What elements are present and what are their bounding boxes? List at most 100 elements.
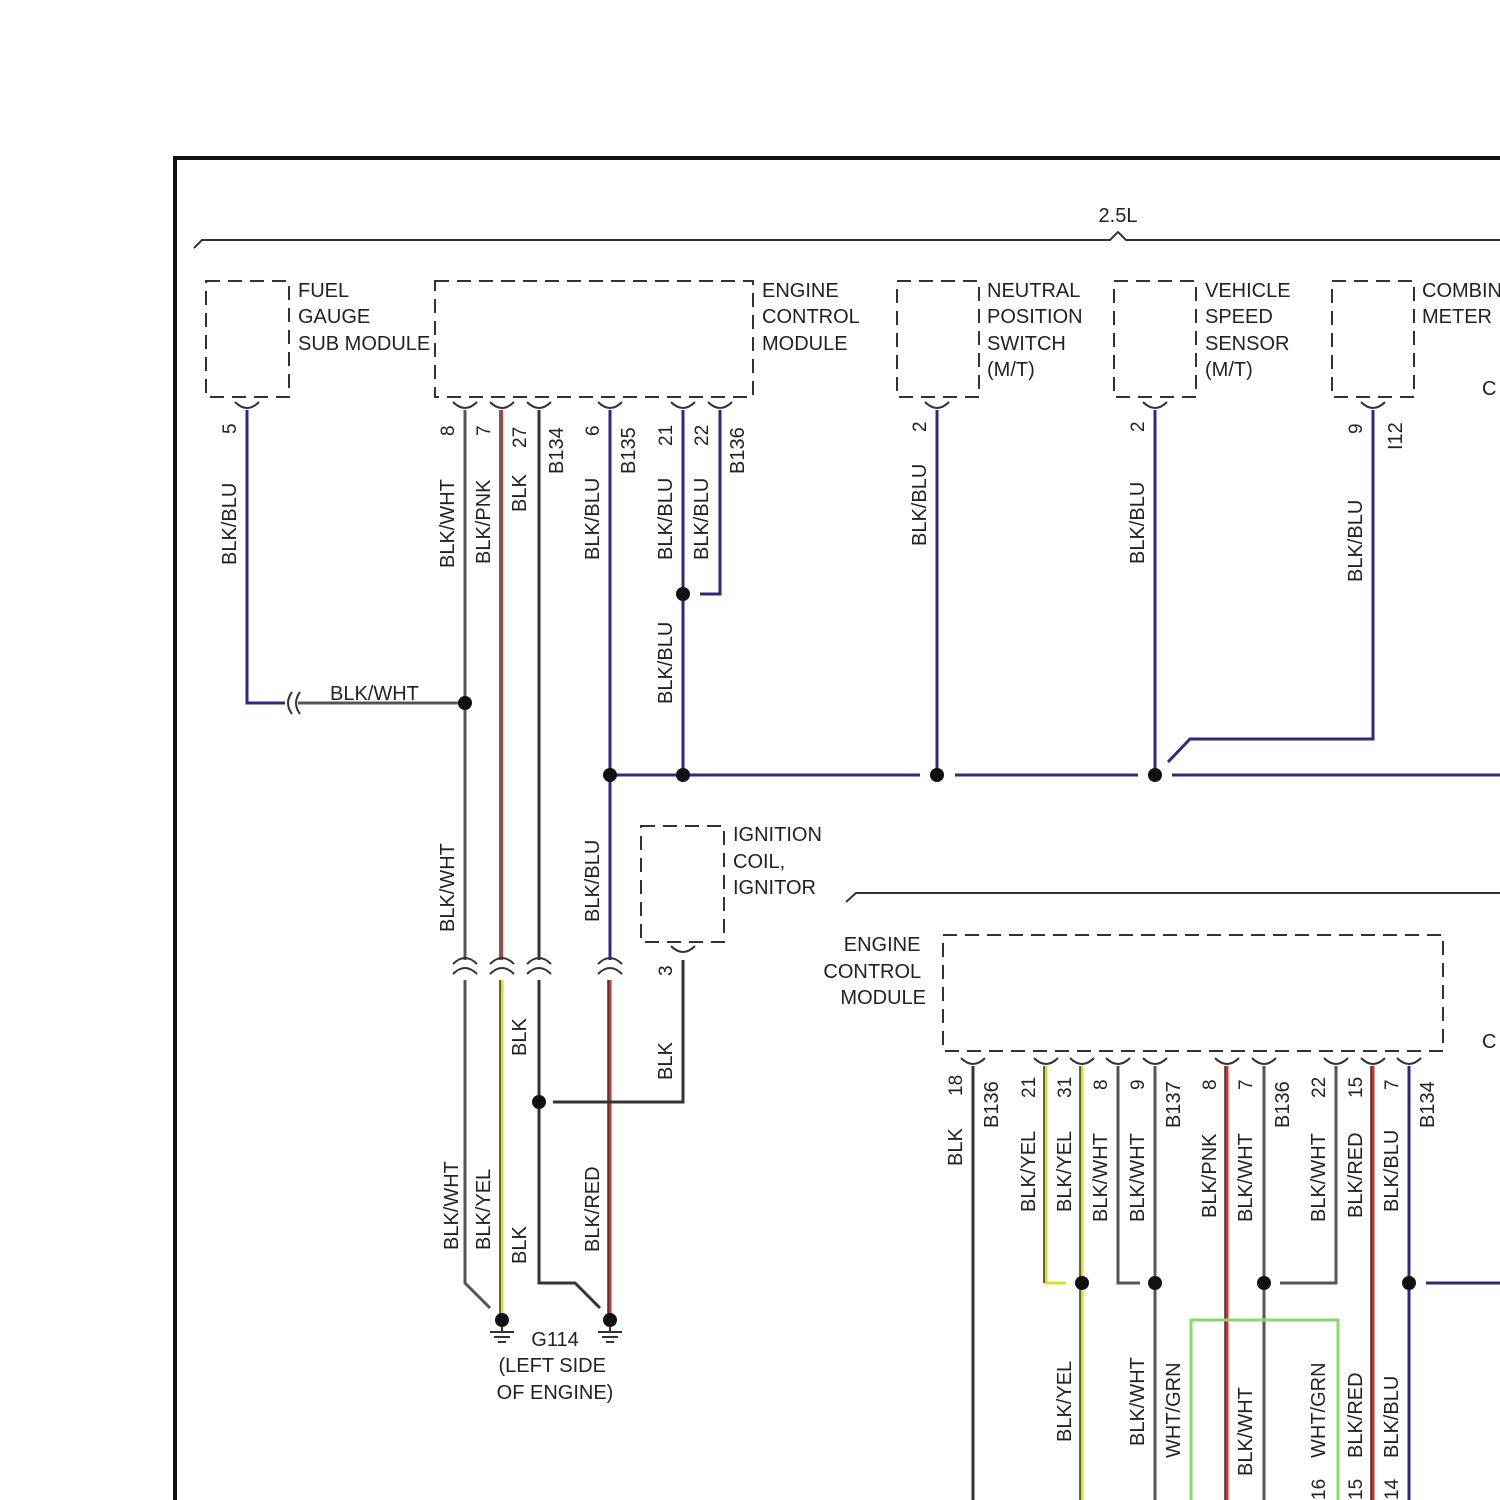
junction-dot: [1148, 1276, 1162, 1290]
ecm-bottom-box: [943, 935, 1443, 1051]
ground-dot: [603, 1313, 617, 1327]
wire-color-label: BLK/WHT: [1308, 1133, 1330, 1222]
pin-number: 22: [1309, 1077, 1330, 1098]
wire-color-label: BLK/BLU: [909, 464, 931, 546]
junction-dot: [930, 768, 944, 782]
pin-number: 3: [656, 965, 677, 976]
wire-color-label: BLK/PNK: [473, 479, 495, 564]
neutral-position-switch-box: [897, 281, 979, 397]
wire-color-label: BLK/BLU: [1127, 482, 1149, 564]
wire-meter-9: [1168, 410, 1373, 762]
ecm-top-label: ENGINE CONTROL MODULE: [762, 280, 865, 355]
pin-notches-top: [235, 402, 1385, 408]
vehicle-speed-label: VEHICLE SPEED SENSOR (M/T): [1205, 280, 1296, 381]
pin-number: 18: [946, 1075, 967, 1096]
wire-color-label: BLK/BLU: [691, 478, 713, 560]
junction-dot: [603, 768, 617, 782]
wire-color-label: BLK/BLU: [219, 483, 241, 565]
pin-number: 7: [474, 425, 495, 436]
connector-id: B135: [618, 427, 640, 474]
wire-color-label: BLK/YEL: [1054, 1131, 1076, 1212]
wire-color-label: BLK: [655, 1042, 677, 1080]
wire-color-label: BLK: [509, 1018, 531, 1056]
connector-id: B136: [981, 1081, 1003, 1128]
mid-inline-connectors: [453, 958, 622, 974]
wire-color-label: BLK/WHT: [1127, 1357, 1149, 1446]
wire-color-label: BLK/WHT: [437, 843, 459, 932]
wire-color-label: BLK/BLU: [1381, 1130, 1403, 1212]
connector-id: B134: [1417, 1081, 1439, 1128]
junction-dot: [1075, 1276, 1089, 1290]
fuel-gauge-sub-module-box: [206, 281, 289, 397]
ground-location: (LEFT SIDE OF ENGINE): [497, 1355, 614, 1404]
section-bracket-top: [194, 232, 1500, 248]
junction-dot: [676, 587, 690, 601]
junction-dot: [1257, 1276, 1271, 1290]
ground-id: G114: [531, 1329, 578, 1351]
wire-color-label: BLK/WHT: [441, 1161, 463, 1250]
junction-dot: [1148, 768, 1162, 782]
vehicle-speed-sensor-box: [1114, 281, 1196, 397]
wire-color-label: BLK/WHT: [1127, 1133, 1149, 1222]
pin-number: 6: [583, 425, 604, 436]
pin-number: 15: [1346, 1479, 1367, 1500]
ground-dot: [495, 1313, 509, 1327]
edge-connector-label-bottom: C: [1482, 1031, 1496, 1053]
wire-color-label: BLK/PNK: [1199, 1133, 1221, 1218]
wire-color-label: BLK/BLU: [1381, 1376, 1403, 1458]
edge-connector-label-top: C: [1482, 378, 1496, 400]
wire-color-label: BLK/BLU: [582, 840, 604, 922]
section-bracket-lower: [846, 893, 1500, 902]
connector-id: B136: [1272, 1081, 1294, 1128]
wire-color-label: BLK/YEL: [473, 1169, 495, 1250]
wire-color-label: BLK/WHT: [437, 479, 459, 568]
combination-meter-box: [1332, 281, 1414, 397]
ignition-coil-label: IGNITION COIL, IGNITOR: [733, 824, 827, 899]
pin-number: 31: [1055, 1077, 1076, 1098]
wire-color-label: BLK/BLU: [1345, 500, 1367, 582]
pin-number: 22: [692, 425, 713, 446]
wire-color-label: BLK/RED: [1345, 1132, 1367, 1218]
wire-color-label: BLK/WHT: [1090, 1133, 1112, 1222]
pin-number: 5: [220, 423, 241, 434]
wire-lower-blkwht: [465, 980, 490, 1308]
diagram-frame: [175, 158, 1500, 1500]
pin-number: 21: [656, 425, 677, 446]
pin-number: 21: [1019, 1077, 1040, 1098]
pin-number: 15: [1346, 1077, 1367, 1098]
junction-dot: [532, 1095, 546, 1109]
wire-color-label: WHT/GRN: [1163, 1362, 1185, 1458]
pin-number: 14: [1382, 1478, 1403, 1500]
pin-number: 7: [1382, 1079, 1403, 1090]
ignition-coil-box: [641, 826, 724, 942]
wire-color-label: WHT/GRN: [1308, 1362, 1330, 1458]
junction-dot: [1402, 1276, 1416, 1290]
pin-number: 9: [1346, 423, 1367, 434]
pin-number: 16: [1309, 1479, 1330, 1500]
pin-number: 2: [1128, 421, 1149, 432]
wire-color-label: BLK/BLU: [655, 622, 677, 704]
section-label: 2.5L: [1099, 205, 1138, 227]
pin-number: 8: [438, 425, 459, 436]
ecm-top-box: [435, 281, 753, 397]
fuel-gauge-label: FUEL GAUGE SUB MODULE: [298, 280, 430, 355]
pin-number: 2: [910, 421, 931, 432]
wire-color-label: BLK: [509, 474, 531, 512]
wire-color-label: BLK/BLU: [655, 478, 677, 560]
wire-color-label: BLK: [945, 1128, 967, 1166]
combination-meter-label: COMBIN METER: [1422, 280, 1500, 328]
wire-color-label: BLK: [509, 1226, 531, 1264]
wire-color-label: BLK/YEL: [1054, 1361, 1076, 1442]
connector-id: B136: [727, 427, 749, 474]
wire-fuel-gauge-5: [247, 410, 285, 703]
pin-number: 7: [1236, 1079, 1257, 1090]
wire-color-label: BLK/YEL: [1018, 1131, 1040, 1212]
pin-number: 9: [1128, 1079, 1149, 1090]
connector-id: I12: [1385, 422, 1407, 450]
ecm-bottom-label: ENGINE CONTROL MODULE: [823, 934, 926, 1009]
pin-notch-coil: [671, 946, 695, 952]
wire-lower-blk: [539, 980, 600, 1308]
junction-dot: [676, 768, 690, 782]
pin-number: 8: [1091, 1079, 1112, 1090]
